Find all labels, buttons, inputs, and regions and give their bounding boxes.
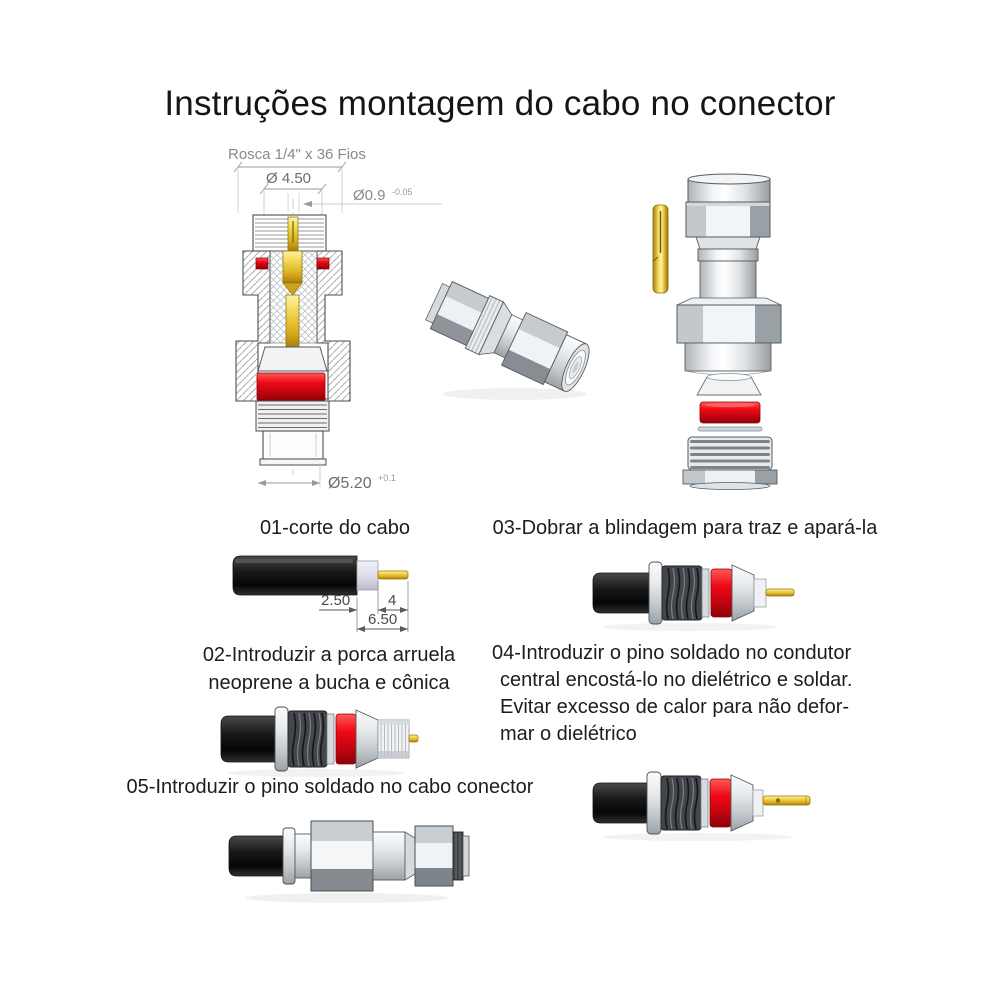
- neoprene-ring-section: [256, 372, 326, 402]
- ribbed-dielectric: [377, 719, 410, 759]
- conical-bushing-section: [257, 346, 328, 372]
- conical-bushing: [355, 709, 379, 769]
- dielectric-stub: [753, 578, 767, 608]
- cable-jacket: [592, 782, 648, 824]
- dim-dielectric-label: 2.50: [321, 592, 350, 609]
- step-04-figure: [585, 758, 820, 843]
- folded-braid-nut: [660, 775, 702, 831]
- red-neoprene-ring: [699, 401, 761, 424]
- step-03-label: 03-Dobrar a blindagem para traz e apará-…: [470, 517, 900, 540]
- washer: [697, 426, 763, 432]
- step-04-text-line3: Evitar excesso de calor para não defor-: [500, 696, 850, 718]
- red-neoprene-ring: [709, 778, 732, 828]
- washer: [326, 713, 335, 765]
- flange: [648, 561, 663, 625]
- mid-cylinder: [372, 831, 406, 881]
- cable-dielectric: [356, 560, 379, 591]
- exploded-view-figure: [638, 165, 803, 500]
- step-03-figure: [585, 548, 800, 633]
- flange: [282, 827, 296, 885]
- cable-jacket: [228, 835, 284, 877]
- cable-jacket: [232, 555, 358, 596]
- assembled-connector-figure: [423, 280, 601, 405]
- taper: [404, 831, 416, 881]
- step-04-label: 04-Introduzir o pino soldado no condutor…: [492, 640, 897, 748]
- conical-bushing: [730, 774, 754, 832]
- flange: [646, 771, 662, 835]
- red-neoprene-ring: [710, 568, 733, 618]
- figure-shadow: [443, 388, 587, 400]
- conductor-tip: [408, 734, 419, 743]
- dielectric-stub: [752, 789, 764, 817]
- cable-center-conductor: [377, 570, 409, 580]
- body-dim-label: Ø5.20: [328, 475, 372, 492]
- step-01-cable-figure: 2.50 4 6.50: [225, 550, 475, 645]
- step-02-label: 02-Introduzir a porca arruela neoprene a…: [163, 641, 495, 697]
- step-05-figure: [223, 806, 471, 906]
- threaded-nut: [682, 436, 778, 490]
- step-05-text: 05-Introduzir o pino soldado no cabo con…: [126, 776, 534, 798]
- dim-conductor-label: 4: [388, 592, 396, 609]
- connector-cross-section-drawing: Rosca 1/4" x 36 Fios Ø 4.50 Ø0.9 -0.05: [200, 143, 475, 503]
- o-ring-left: [255, 257, 269, 270]
- cable-jacket: [220, 715, 276, 763]
- gold-pin: [652, 204, 669, 294]
- page-title: Instruções montagem do cabo no conector: [164, 84, 836, 123]
- washer: [700, 778, 709, 828]
- inner-dim-label: Ø 4.50: [266, 170, 311, 187]
- dim-total-label: 6.50: [368, 611, 397, 628]
- cable-jacket: [592, 572, 650, 614]
- step-02-figure: [213, 694, 423, 779]
- connector-3d-body: [425, 280, 590, 392]
- folded-braid-nut: [661, 565, 703, 621]
- threaded-end: [452, 831, 470, 881]
- conical-bushing: [731, 564, 755, 622]
- washer: [701, 568, 710, 618]
- flange: [274, 706, 289, 772]
- pin-dim-tolerance: -0.05: [392, 187, 413, 197]
- step-02-text-line2: neoprene a bucha e cônica: [208, 672, 450, 694]
- body-dim-tolerance: +0.1: [378, 473, 396, 483]
- conical-bushing: [696, 373, 762, 396]
- step-04-text-line1: 04-Introduzir o pino soldado no condutor: [492, 642, 852, 664]
- o-ring-right: [316, 257, 330, 270]
- bare-center-conductor: [765, 588, 795, 597]
- coupling-nut: [414, 825, 454, 887]
- connector-hex-body: [310, 820, 374, 892]
- rear-cylinder: [294, 833, 312, 879]
- pin-dim-label: Ø0.9: [353, 187, 386, 204]
- bottom-cap-section: [259, 430, 327, 466]
- step-04-text-line4: mar o dielétrico: [500, 723, 637, 745]
- step-01-label: 01-corte do cabo: [190, 517, 480, 540]
- step-01-text: 01-corte do cabo: [259, 517, 411, 539]
- nut-braid-section: [287, 710, 328, 768]
- lower-thread-section: [255, 400, 330, 432]
- thread-dim-label: Rosca 1/4" x 36 Fios: [228, 146, 366, 163]
- connector-body: [676, 173, 782, 376]
- step-02-text-line1: 02-Introduzir a porca arruela: [202, 644, 456, 666]
- step-03-text: 03-Dobrar a blindagem para traz e apará-…: [492, 517, 878, 539]
- step-05-label: 05-Introduzir o pino soldado no cabo con…: [115, 776, 545, 799]
- red-neoprene-ring: [335, 713, 357, 765]
- soldered-gold-pin: [762, 795, 811, 806]
- step-04-text-line2: central encostá-lo no dielétrico e solda…: [500, 669, 853, 691]
